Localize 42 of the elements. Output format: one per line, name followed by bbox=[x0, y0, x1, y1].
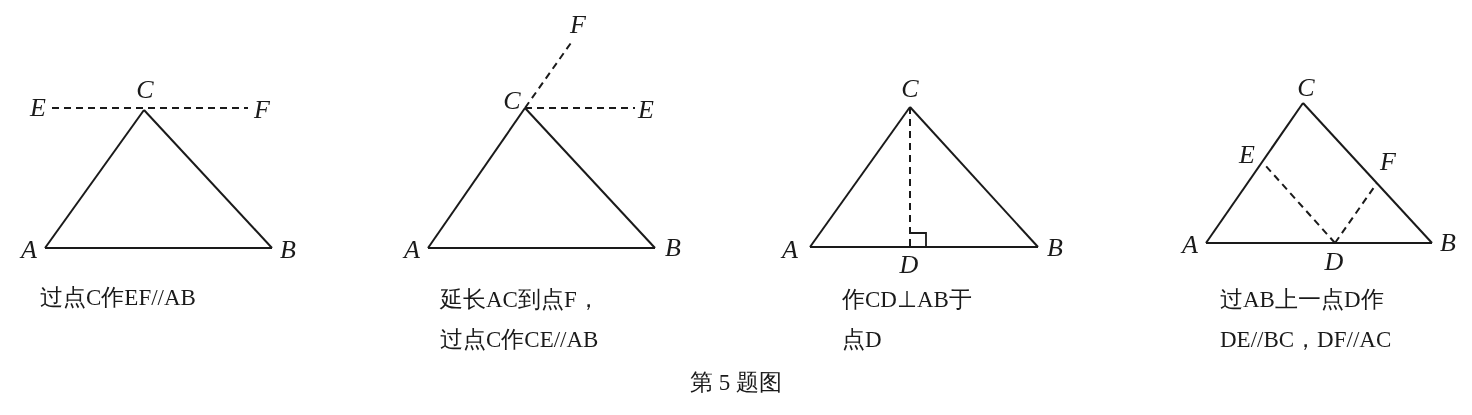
point-label: C bbox=[503, 88, 521, 114]
figure-note: 作CD⊥AB于点D bbox=[842, 286, 973, 354]
point-label: E bbox=[30, 95, 46, 121]
point-label: B bbox=[280, 237, 296, 263]
point-label: E bbox=[638, 97, 654, 123]
point-label: A bbox=[404, 237, 420, 263]
point-label: C bbox=[136, 77, 154, 103]
point-label: B bbox=[1047, 235, 1063, 261]
line-segment bbox=[809, 106, 911, 248]
point-label: C bbox=[1297, 75, 1315, 101]
dashed-line bbox=[51, 107, 249, 109]
line-segment bbox=[909, 106, 1039, 248]
figure-caption: 第 5 题图 bbox=[689, 369, 783, 397]
point-label: F bbox=[1380, 149, 1396, 175]
point-label: B bbox=[1440, 230, 1456, 256]
point-label: B bbox=[665, 235, 681, 261]
line-segment bbox=[1205, 242, 1433, 244]
dashed-line bbox=[524, 107, 636, 109]
line-segment bbox=[427, 247, 656, 249]
line-segment bbox=[1205, 102, 1304, 244]
point-label: A bbox=[21, 237, 37, 263]
dashed-line bbox=[909, 106, 911, 248]
line-segment bbox=[143, 109, 273, 249]
line-segment bbox=[524, 107, 656, 249]
point-label: F bbox=[254, 97, 270, 123]
point-label: E bbox=[1239, 142, 1255, 168]
dashed-line bbox=[1334, 182, 1378, 244]
point-label: F bbox=[570, 12, 586, 38]
figure-note: 过点C作EF//AB bbox=[40, 284, 197, 312]
figure-note: 过AB上一点D作DE//BC，DF//AC bbox=[1220, 286, 1392, 354]
line-segment bbox=[44, 109, 145, 249]
point-label: C bbox=[901, 76, 919, 102]
point-label: D bbox=[1324, 249, 1344, 275]
point-label: A bbox=[1182, 232, 1198, 258]
line-segment bbox=[809, 246, 1039, 248]
line-segment bbox=[1302, 102, 1433, 244]
dashed-line bbox=[1264, 164, 1336, 244]
figure-note: 延长AC到点F，过点C作CE//AB bbox=[440, 286, 601, 354]
line-segment bbox=[44, 247, 273, 249]
point-label: D bbox=[899, 252, 919, 278]
point-label: A bbox=[782, 237, 798, 263]
line-segment bbox=[427, 107, 526, 249]
